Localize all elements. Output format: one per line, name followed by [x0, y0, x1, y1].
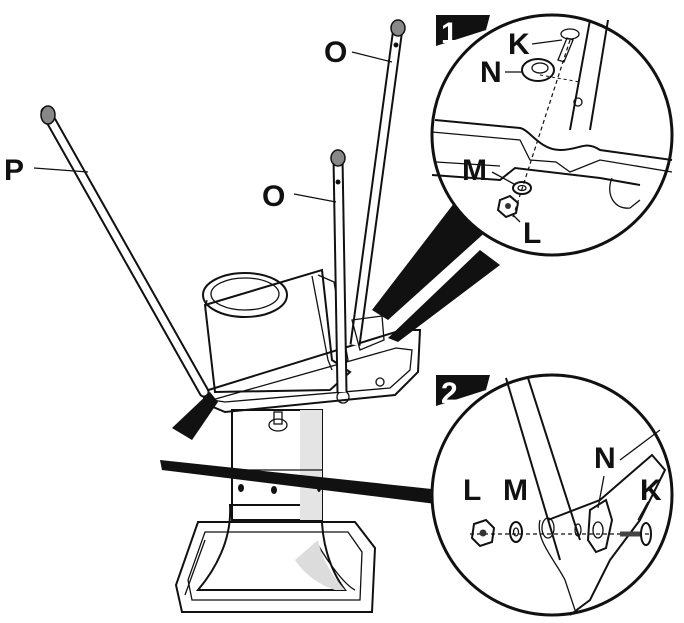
- label-o-top: O: [324, 36, 347, 69]
- detail-1-number: 1.: [441, 17, 466, 50]
- clip-n-detail-2: [586, 498, 614, 554]
- detail-2-number: 2.: [441, 377, 466, 410]
- rod-cap: [330, 149, 346, 167]
- label-n-detail-1: N: [480, 56, 502, 89]
- callout-wedge-detail-1: [372, 198, 500, 342]
- detail-1: 1. K N M L: [430, 13, 674, 257]
- label-l-detail-1: L: [523, 217, 541, 250]
- main-labels: P O O: [4, 36, 393, 213]
- rod-cap: [40, 105, 56, 125]
- detail-2: 2. L M N K: [430, 373, 674, 617]
- callout-wedge-detail-2: [160, 392, 460, 506]
- detail-2-number-tab: [436, 375, 490, 406]
- carriage-bolt-k-detail-2: [620, 522, 652, 546]
- label-l-detail-2: L: [463, 474, 481, 507]
- pedestal-base: [174, 409, 377, 613]
- handle-rod-o-short: [330, 149, 348, 393]
- hex-nut-l-detail-2: [470, 518, 496, 548]
- detail-1-number-tab: [436, 15, 490, 46]
- rod-cap: [390, 19, 406, 37]
- label-n-detail-2: N: [594, 442, 616, 475]
- handle-rod-o-tall: [349, 19, 406, 346]
- washer-m: [512, 181, 532, 195]
- label-k-detail-2: K: [640, 474, 662, 507]
- washer-m-detail-2: [509, 521, 523, 543]
- handle-rod-p: [40, 105, 210, 398]
- carriage-bolt-k: [557, 28, 580, 63]
- label-m-detail-1: M: [462, 154, 487, 187]
- hex-nut-l: [496, 194, 520, 219]
- label-o-left: O: [262, 180, 285, 213]
- clip-n: [521, 58, 555, 82]
- label-m-detail-2: M: [503, 474, 528, 507]
- label-k-detail-1: K: [508, 28, 530, 61]
- label-p: P: [4, 154, 24, 187]
